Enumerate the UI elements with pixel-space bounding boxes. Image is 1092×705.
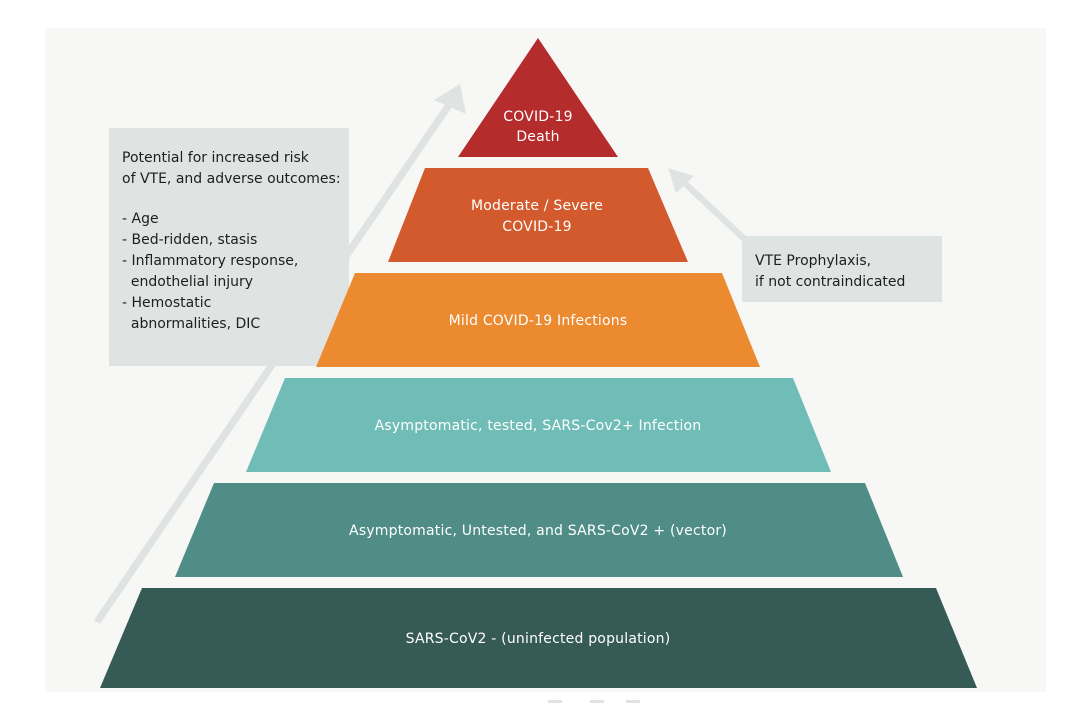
prophylaxis-arrow-shaft: [682, 181, 762, 255]
risk-item-inflammatory-line-2: endothelial injury: [122, 274, 253, 290]
prophylaxis-line-1: VTE Prophylaxis,: [755, 253, 871, 269]
tier-moderate-severe-label-line-1: Moderate / Severe: [471, 198, 603, 214]
pyramid-tier-mild: [316, 273, 760, 367]
risk-item-bed-ridden: - Bed-ridden, stasis: [122, 232, 257, 248]
tier-asymptomatic-tested-label: Asymptomatic, tested, SARS-Cov2+ Infecti…: [375, 418, 702, 434]
tier-death-label-line-1: COVID-19: [503, 109, 573, 125]
prophylaxis-box: [742, 236, 942, 302]
bottom-edge-mark: [548, 700, 562, 703]
bottom-edge-mark: [590, 700, 604, 703]
risk-item-inflammatory-line-1: - Inflammatory response,: [122, 253, 298, 269]
risk-factors-box: [109, 128, 349, 366]
risk-item-hemostatic-line-1: - Hemostatic: [122, 295, 211, 311]
tier-uninfected-label: SARS-CoV2 - (uninfected population): [406, 631, 671, 647]
tier-asymptomatic-untested-label: Asymptomatic, Untested, and SARS-CoV2 + …: [349, 523, 727, 539]
risk-heading-line-1: Potential for increased risk: [122, 150, 310, 166]
risk-arrow-head-icon: [434, 84, 466, 114]
risk-item-hemostatic-line-2: abnormalities, DIC: [122, 316, 260, 332]
pyramid-tier-death: [458, 38, 618, 157]
tier-mild-label: Mild COVID-19 Infections: [449, 313, 628, 329]
risk-item-age: - Age: [122, 211, 159, 227]
tier-moderate-severe-label-line-2: COVID-19: [502, 219, 572, 235]
prophylaxis-line-2: if not contraindicated: [755, 274, 905, 290]
pyramid-tier-moderate-severe: [388, 168, 688, 262]
pyramid-tier-uninfected: [100, 588, 977, 688]
risk-heading-line-2: of VTE, and adverse outcomes:: [122, 171, 341, 187]
pyramid-tier-asymptomatic-tested: [246, 378, 831, 472]
bottom-edge-mark: [626, 700, 640, 703]
pyramid-tier-asymptomatic-untested: [175, 483, 903, 577]
prophylaxis-arrow-head-icon: [668, 168, 694, 193]
tier-death-label-line-2: Death: [516, 129, 559, 145]
